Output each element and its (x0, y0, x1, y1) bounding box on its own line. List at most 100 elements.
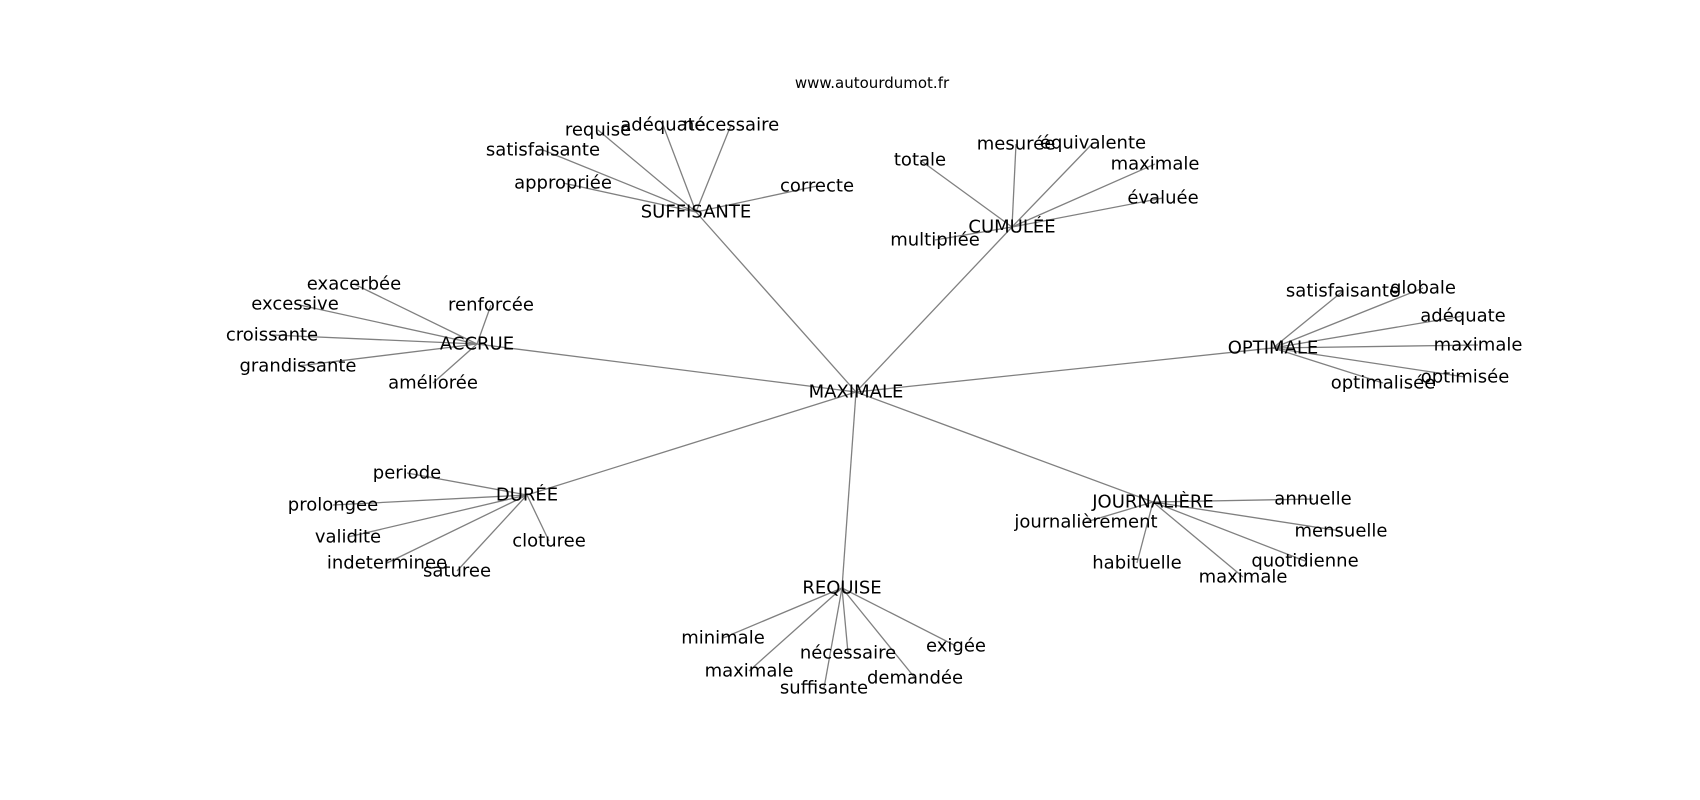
hub-node-label: JOURNALIÈRE (1091, 491, 1214, 513)
leaf-node-label: habituelle (1092, 553, 1181, 574)
edge-hub-leaf (695, 124, 732, 213)
edge-hub-leaf (934, 226, 1013, 241)
edge-hub-leaf (1272, 344, 1479, 349)
edge-hub-leaf (332, 494, 528, 506)
edge-hub-leaf (347, 494, 528, 538)
edge-hub-leaf (1152, 501, 1342, 532)
leaf-node-label: periode (373, 463, 441, 484)
leaf-node-label: indeterminee (327, 553, 447, 574)
leaf-node-label: croissante (226, 325, 318, 346)
edge-hub-leaf (271, 334, 478, 345)
edge-hub-leaf (297, 343, 478, 367)
leaf-node-label: validite (315, 527, 381, 548)
edge-hub-leaf (841, 587, 916, 679)
leaf-node-label: adéquate (620, 115, 706, 136)
leaf-node-label: adéquate (1420, 306, 1506, 327)
leaf-node-label: optimisée (1421, 367, 1510, 388)
leaf-node-label: prolongee (288, 495, 378, 516)
edge-hub-leaf (662, 124, 697, 213)
leaf-node-label: évaluée (1127, 188, 1198, 209)
edge-root-hub (855, 347, 1274, 393)
edge-hub-leaf (353, 283, 478, 345)
leaf-node-label: demandée (867, 668, 963, 689)
edge-root-hub (695, 211, 857, 393)
leaf-node-label: quotidienne (1251, 551, 1358, 572)
edge-hub-leaf (386, 494, 528, 564)
edge-hub-leaf (1152, 498, 1314, 503)
leaf-node-label: satisfaisante (486, 140, 600, 161)
hub-node-label: ACCRUE (440, 334, 514, 355)
edge-root-hub (855, 391, 1154, 503)
edge-hub-leaf (542, 149, 697, 213)
edge-hub-leaf (562, 182, 697, 213)
leaf-node-label: globale (1390, 278, 1456, 299)
leaf-node-label: mensuelle (1295, 521, 1388, 542)
leaf-node-label: excessive (251, 294, 339, 315)
leaf-node-label: maximale (1434, 335, 1523, 356)
leaf-node-label: correcte (780, 176, 854, 197)
leaf-node-label: annuelle (1274, 489, 1351, 510)
leaf-node-label: totale (894, 150, 946, 171)
edge-hub-leaf (1272, 287, 1424, 349)
leaf-node-label: maximale (705, 661, 794, 682)
leaf-node-label: multipliée (890, 230, 980, 251)
edge-hub-leaf (1152, 501, 1244, 578)
edge-hub-leaf (1011, 143, 1017, 228)
labels-layer: MAXIMALESUFFISANTErequiseadéquatenécessa… (226, 115, 1523, 699)
leaf-node-label: grandissante (239, 356, 356, 377)
edge-root-hub (855, 226, 1013, 393)
edge-hub-leaf (1152, 501, 1306, 562)
edge-hub-leaf (597, 129, 697, 213)
edge-hub-leaf (476, 304, 492, 345)
leaf-node-label: nécessaire (683, 115, 779, 136)
edges-layer (271, 124, 1479, 689)
leaf-node-label: maximale (1111, 154, 1200, 175)
leaf-node-label: optimalisée (1331, 373, 1436, 394)
edge-hub-leaf (1272, 347, 1466, 378)
edge-root-hub (526, 391, 857, 496)
leaf-node-label: saturee (423, 561, 491, 582)
edge-hub-leaf (1011, 142, 1094, 228)
leaf-node-label: renforcée (448, 295, 534, 316)
hub-node-label: DURÉE (496, 484, 558, 506)
edge-hub-leaf (722, 587, 843, 639)
edge-hub-leaf (695, 185, 818, 213)
edge-hub-leaf (1272, 315, 1464, 349)
edge-root-hub (841, 391, 857, 589)
leaf-node-label: nécessaire (800, 643, 896, 664)
edge-hub-leaf (841, 587, 957, 647)
edge-hub-leaf (1011, 163, 1156, 228)
edge-hub-leaf (748, 587, 843, 672)
hub-node-label: SUFFISANTE (641, 202, 752, 223)
leaf-node-label: suffisante (780, 678, 868, 699)
edge-hub-leaf (406, 472, 528, 496)
edge-hub-leaf (1085, 501, 1154, 523)
edge-hub-leaf (919, 159, 1013, 228)
edge-hub-leaf (1011, 197, 1164, 228)
edge-root-hub (476, 343, 857, 393)
edge-hub-leaf (456, 494, 528, 572)
leaf-node-label: appropriée (514, 173, 612, 194)
leaf-node-label: exacerbée (307, 274, 401, 295)
leaf-node-label: requise (565, 120, 631, 141)
edge-hub-leaf (1272, 290, 1344, 349)
edge-hub-leaf (1272, 347, 1384, 384)
edge-hub-leaf (294, 303, 478, 345)
root-node-label: MAXIMALE (809, 382, 904, 403)
leaf-node-label: minimale (681, 628, 765, 649)
leaf-node-label: satisfaisante (1286, 281, 1400, 302)
leaf-node-label: mesurée (977, 134, 1056, 155)
leaf-node-label: équivalente (1040, 133, 1146, 154)
hub-node-label: REQUISE (802, 578, 881, 599)
leaf-node-label: exigée (926, 636, 986, 657)
leaf-node-label: journalièrement (1013, 512, 1157, 533)
source-label: www.autourdumot.fr (795, 74, 950, 92)
leaf-node-label: cloturee (512, 531, 586, 552)
edge-hub-leaf (526, 494, 550, 542)
edge-hub-leaf (1136, 501, 1154, 564)
edge-hub-leaf (823, 587, 843, 689)
hub-node-label: OPTIMALE (1228, 338, 1319, 359)
edge-hub-leaf (841, 587, 849, 654)
leaf-node-label: maximale (1199, 567, 1288, 588)
hub-node-label: CUMULÉE (968, 216, 1055, 238)
